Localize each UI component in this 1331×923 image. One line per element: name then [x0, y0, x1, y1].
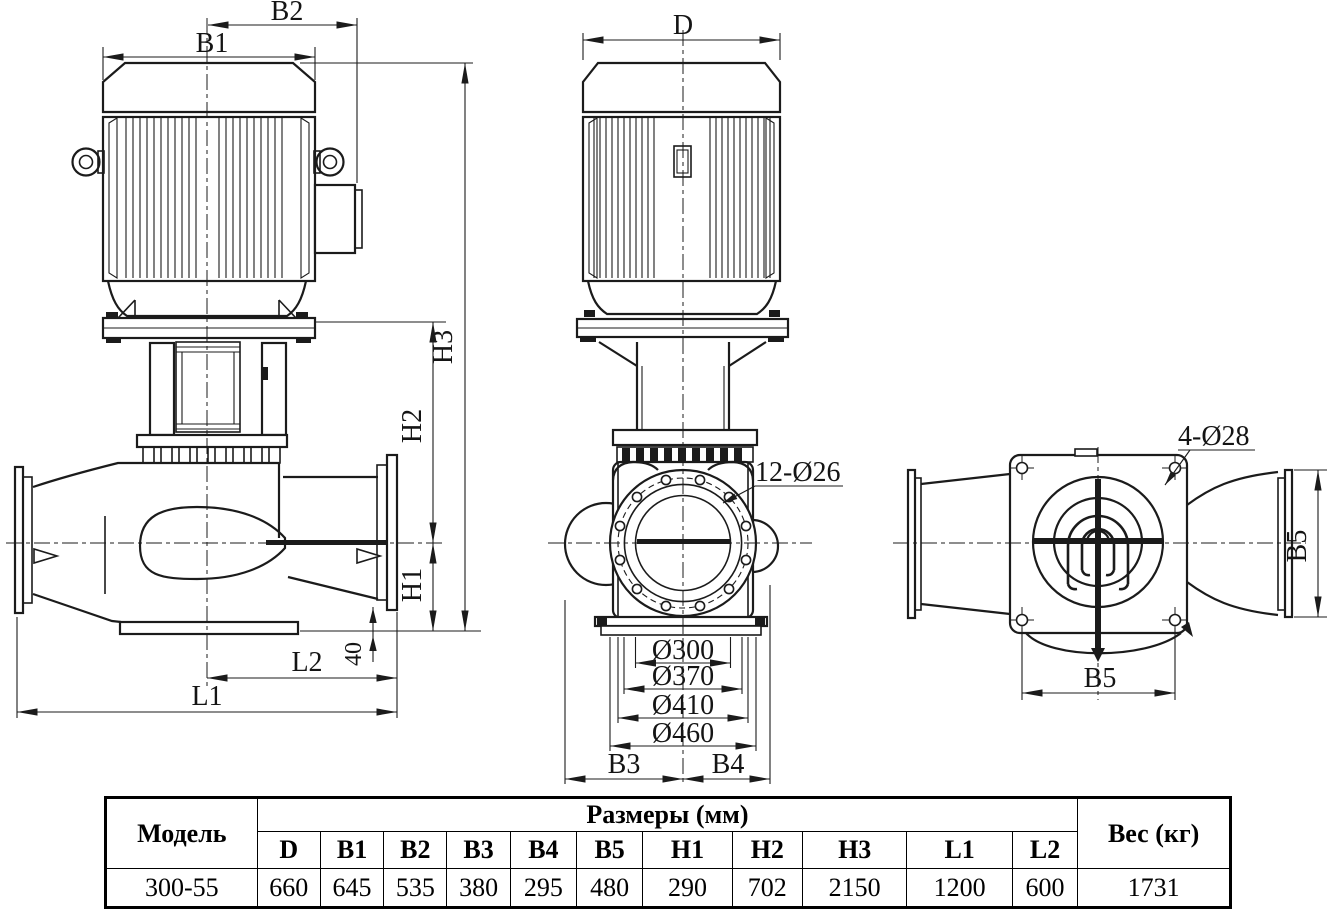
value-b5: 480: [575, 868, 644, 908]
motor-fins-front: [593, 118, 771, 278]
junction-box: [313, 183, 363, 255]
label-h2: H2: [397, 409, 428, 443]
discharge-flange: [385, 453, 399, 612]
flow-arrow-in: [33, 547, 60, 565]
motor-bell: [106, 280, 308, 318]
eyebolt-left: [71, 147, 105, 177]
col-header-h2: H2: [731, 831, 803, 869]
dim-40: 40: [341, 607, 377, 666]
gland-ribs-front: [616, 446, 754, 463]
dim-h1: H1: [397, 543, 437, 631]
motor-body-front: [581, 115, 782, 283]
value-b3: 380: [446, 868, 511, 908]
dim-b5-vertical: B5: [1282, 469, 1327, 618]
label-b3: B3: [608, 749, 641, 780]
callout-4-d28: 4-Ø28: [1164, 421, 1255, 486]
col-header-b1: B1: [319, 831, 385, 869]
col-header-h1: H1: [642, 831, 733, 869]
value-l2: 600: [1011, 868, 1079, 908]
label-l2: L2: [291, 647, 322, 678]
motor-bell-front: [586, 280, 778, 316]
suction-flange-top: [906, 468, 917, 620]
dim-b5-horizontal: B5: [1021, 628, 1176, 700]
value-h2: 702: [731, 868, 803, 908]
value-l1: 1200: [906, 868, 1013, 908]
model-header-cell: Модель: [105, 797, 258, 869]
dim-dia300: Ø300: [634, 635, 732, 668]
value-b1: 645: [319, 868, 385, 908]
model-value-cell: 300-55: [105, 868, 258, 908]
dim-b3-b4: B3 B4: [564, 585, 771, 784]
label-b4: B4: [712, 749, 745, 780]
dim-dia370: Ø370: [623, 637, 743, 694]
sizes-header-cell: Размеры (мм): [256, 797, 1079, 832]
pump-casing-side: [13, 453, 399, 636]
pump-drawing: B2 B1 H3 H2 H1 40: [6, 0, 1327, 784]
coupling-guard: [175, 341, 241, 433]
label-b5-horizontal: B5: [1084, 663, 1117, 694]
value-h1: 290: [642, 868, 733, 908]
weight-value-cell: 1731: [1077, 868, 1231, 908]
dim-h2: H2: [316, 321, 446, 543]
label-l1: L1: [191, 681, 222, 712]
motor-body: [101, 115, 317, 283]
suction-pipe-top: [906, 468, 1011, 620]
label-b1: B1: [196, 28, 229, 59]
motor-top-cap: [101, 61, 317, 114]
weight-header-cell: Вес (кг): [1077, 797, 1231, 869]
motor-side: [71, 61, 363, 343]
pump-gland-flange: [135, 433, 289, 449]
gland-ribs: [142, 447, 281, 464]
side-view: B2 B1 H3 H2 H1 40: [6, 0, 481, 718]
value-b4: 295: [509, 868, 578, 908]
col-header-d: D: [256, 831, 321, 869]
dimensions-table: Модель Размеры (мм) Вес (кг) D B1 B2 B3 …: [104, 796, 1232, 909]
pump-front: [563, 460, 780, 636]
label-h1: H1: [397, 568, 428, 602]
base-plate-front: [593, 615, 769, 628]
dim-dia410: Ø410: [617, 637, 749, 723]
motor-top-cap-front: [581, 61, 782, 114]
col-header-l1: L1: [906, 831, 1013, 869]
label-40: 40: [341, 642, 367, 666]
label-4-d28: 4-Ø28: [1178, 421, 1250, 452]
suction-flange: [13, 465, 25, 615]
callout-12-d26: 12-Ø26: [722, 457, 843, 504]
label-dia300: Ø300: [652, 635, 714, 666]
base-plate-side: [118, 620, 300, 636]
label-dia460: Ø460: [652, 718, 714, 749]
top-view: 4-Ø28 B5 B5: [893, 421, 1327, 700]
gland-flange-front: [611, 428, 759, 447]
bolt-holes: [614, 474, 752, 612]
value-d: 660: [256, 868, 321, 908]
motor-front: [575, 61, 790, 342]
label-dia410: Ø410: [652, 690, 714, 721]
label-d: D: [673, 10, 693, 41]
label-b5-vertical: B5: [1282, 530, 1313, 563]
col-header-h3: H3: [801, 831, 908, 869]
dim-b1: B1: [102, 28, 316, 80]
label-12-d26: 12-Ø26: [755, 457, 841, 488]
flow-arrow-out: [356, 547, 383, 565]
dim-d: D: [582, 10, 781, 60]
discharge-bottom: [287, 575, 379, 601]
label-b2: B2: [271, 0, 304, 27]
col-header-l2: L2: [1011, 831, 1079, 869]
col-header-b5: B5: [575, 831, 644, 869]
lantern-columns: [135, 341, 289, 464]
col-header-b3: B3: [446, 831, 511, 869]
col-header-b4: B4: [509, 831, 578, 869]
dim-l2: L2: [207, 612, 398, 718]
dim-b2: B2: [208, 0, 358, 183]
front-view: D 12-Ø26 Ø300 Ø370 Ø410 Ø460: [548, 10, 843, 784]
value-h3: 2150: [801, 868, 908, 908]
label-dia370: Ø370: [652, 661, 714, 692]
motor-fins: [125, 118, 283, 278]
col-header-b2: B2: [383, 831, 448, 869]
dim-dia460: Ø460: [609, 637, 757, 751]
value-b2: 535: [383, 868, 448, 908]
lantern-front: [598, 341, 767, 463]
dim-l1: L1: [16, 617, 397, 718]
eyebolt-right: [313, 147, 345, 177]
